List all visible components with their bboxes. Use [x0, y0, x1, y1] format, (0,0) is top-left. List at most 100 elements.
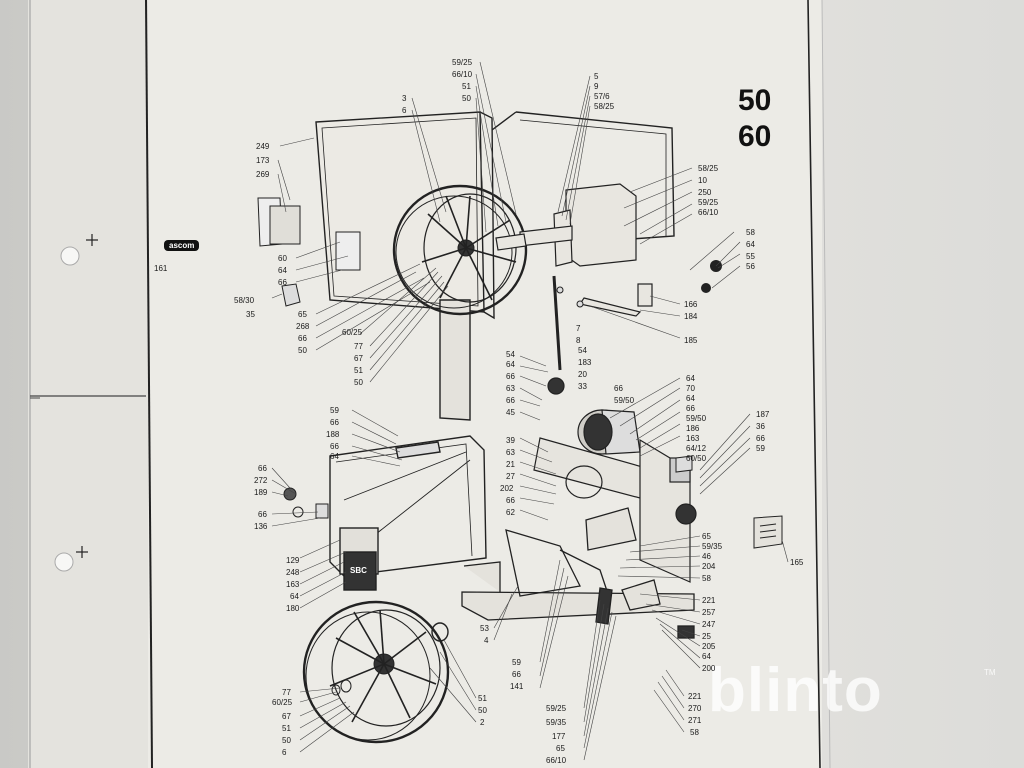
part-label: 60/50	[686, 454, 707, 463]
leader-lines	[271, 61, 789, 761]
part-label: 77	[354, 342, 363, 351]
part-label: 187	[756, 410, 770, 419]
parts-sheet	[148, 0, 822, 768]
part-label: 64	[686, 394, 695, 403]
machine-base	[461, 507, 695, 639]
model-number-60: 60	[738, 120, 772, 153]
part-label: 39	[506, 436, 515, 445]
part-label: 59/35	[546, 718, 567, 727]
part-label: 45	[506, 408, 515, 417]
ascom-logo: ascom	[164, 240, 200, 251]
part-label: 10	[698, 176, 707, 185]
part-label: 141	[510, 682, 524, 691]
part-label: 161	[154, 264, 168, 273]
part-label: 64	[330, 452, 339, 461]
registration-cross-icon	[76, 546, 88, 558]
part-label: 33	[578, 382, 587, 391]
part-label: 65	[298, 310, 307, 319]
part-label: 249	[256, 142, 270, 151]
part-label: 272	[254, 476, 268, 485]
part-label: 59/50	[614, 396, 635, 405]
upper-guide-assembly	[495, 183, 653, 395]
part-label: 163	[286, 580, 300, 589]
part-label: 66/10	[546, 756, 567, 765]
part-label: 58/30	[234, 296, 255, 305]
part-label: 66	[686, 404, 695, 413]
part-label: 269	[256, 170, 270, 179]
part-label: 63	[506, 448, 515, 457]
part-label: 27	[506, 472, 515, 481]
part-label: 57/6	[594, 92, 610, 101]
part-label: 54	[506, 350, 515, 359]
part-label: 6	[402, 106, 407, 115]
part-label: 66	[614, 384, 623, 393]
part-label: 54	[578, 346, 587, 355]
part-label: 221	[702, 596, 716, 605]
part-label: 55	[746, 252, 755, 261]
part-label: 53	[480, 624, 489, 633]
part-label: 58	[702, 574, 711, 583]
part-label: 50	[298, 346, 307, 355]
part-label: 51	[462, 82, 471, 91]
punch-hole	[60, 246, 80, 266]
sheet-edge-right	[807, 0, 821, 768]
part-label: 66	[330, 418, 339, 427]
part-label: 50	[462, 94, 471, 103]
part-label: 67	[282, 712, 291, 721]
part-label: 63	[506, 384, 515, 393]
part-label: 7	[576, 324, 581, 333]
part-label: 9	[594, 82, 599, 91]
motor-assembly	[533, 409, 697, 583]
part-label: 165	[790, 558, 804, 567]
part-label: 6	[282, 748, 287, 757]
part-label: 166	[684, 300, 698, 309]
part-label: 66	[298, 334, 307, 343]
part-label: 20	[578, 370, 587, 379]
part-label: 25	[702, 632, 711, 641]
part-label: 58/25	[594, 102, 615, 111]
part-label: 56	[746, 262, 755, 271]
upper-wheel	[392, 184, 528, 316]
part-label: 50	[354, 378, 363, 387]
part-label: 59/25	[452, 58, 473, 67]
part-label: 59/25	[546, 704, 567, 713]
part-label: 66/10	[452, 70, 473, 79]
part-label: 64	[746, 240, 755, 249]
part-label: 59/50	[686, 414, 707, 423]
part-label: 58	[746, 228, 755, 237]
part-label: 59	[330, 406, 339, 415]
part-label: 65	[702, 532, 711, 541]
part-label: 21	[506, 460, 515, 469]
knob-icon	[701, 260, 722, 293]
part-label: 65	[556, 744, 565, 753]
part-label: 67	[354, 354, 363, 363]
part-label: 58/25	[698, 164, 719, 173]
part-label: 60/25	[342, 328, 363, 337]
part-label: 66	[756, 434, 765, 443]
part-label: 5	[594, 72, 599, 81]
part-label: 180	[286, 604, 300, 613]
part-label: 66	[506, 496, 515, 505]
blinto-watermark: blinto	[708, 656, 883, 725]
lower-wheel	[302, 600, 450, 744]
part-label: 51	[354, 366, 363, 375]
part-label: 66	[258, 464, 267, 473]
part-label: 3	[402, 94, 407, 103]
part-label: 70	[686, 384, 695, 393]
part-label: 35	[246, 310, 255, 319]
punch-hole	[54, 552, 74, 572]
trademark-mark: TM	[984, 668, 996, 677]
lower-cabinet	[329, 435, 487, 591]
upper-cabinet	[315, 111, 675, 421]
part-label: 58	[690, 728, 699, 737]
part-label: 36	[756, 422, 765, 431]
part-label: 268	[296, 322, 310, 331]
part-label: 2	[480, 718, 485, 727]
part-label: 50	[478, 706, 487, 715]
part-label: 204	[702, 562, 716, 571]
part-label: 66	[330, 442, 339, 451]
part-label: 59	[756, 444, 765, 453]
model-number-50: 50	[738, 84, 772, 117]
part-label: 60	[278, 254, 287, 263]
